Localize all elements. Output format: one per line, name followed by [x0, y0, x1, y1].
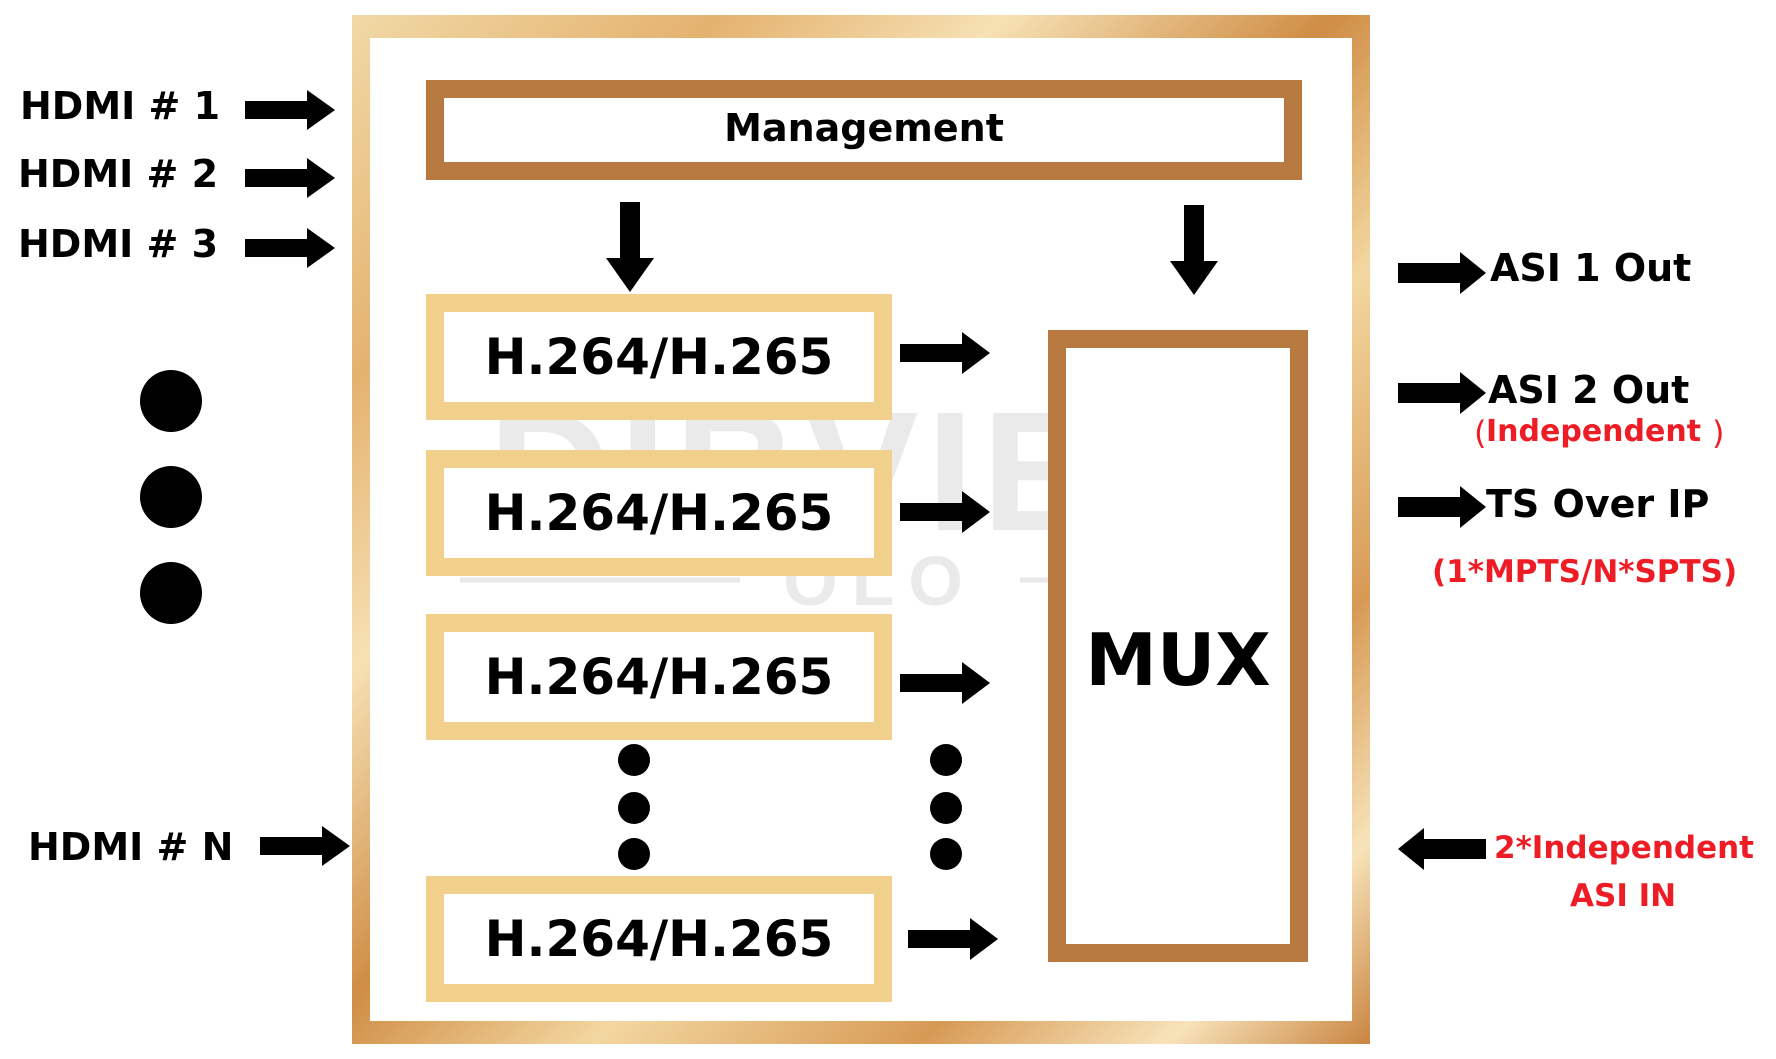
encoder-label: H.264/H.265: [484, 910, 834, 968]
management-to-mux-arrow-icon: [1170, 205, 1218, 295]
encoder-label: H.264/H.265: [484, 328, 834, 386]
asi-in-label-line1: 2*Independent: [1494, 830, 1754, 866]
management-label: Management: [724, 106, 1004, 150]
management-to-encoder-arrow-icon: [606, 202, 654, 292]
asi-in-label-line2: ASI IN: [1570, 878, 1677, 914]
encoder-box-1: H.264/H.265: [426, 294, 892, 420]
hdmi-n-arrow-icon: [260, 826, 350, 866]
management-box: Management: [426, 80, 1302, 180]
ellipsis-dot-icon: [140, 466, 202, 528]
mux-label: MUX: [1085, 618, 1271, 702]
encoder-label: H.264/H.265: [484, 484, 834, 542]
ellipsis-dot-icon: [140, 562, 202, 624]
hdmi-input-2-label: HDMI # 2: [18, 152, 219, 196]
ellipsis-dot-icon: [140, 370, 202, 432]
ts-over-ip-arrow-icon: [1398, 486, 1486, 528]
ellipsis-dot-icon: [930, 838, 962, 870]
asi1-out-label: ASI 1 Out: [1490, 246, 1692, 290]
asi2-out-arrow-icon: [1398, 372, 1486, 414]
hdmi-3-arrow-icon: [245, 228, 335, 268]
ts-over-ip-note: (1*MPTS/N*SPTS): [1432, 554, 1738, 590]
hdmi-input-n-label: HDMI # N: [28, 825, 234, 869]
ellipsis-dot-icon: [930, 744, 962, 776]
asi2-note-open: (: [1474, 414, 1487, 452]
ellipsis-dot-icon: [618, 792, 650, 824]
hdmi-input-1-label: HDMI # 1: [20, 84, 221, 128]
encoder-box-3: H.264/H.265: [426, 614, 892, 740]
asi2-note-close: ): [1712, 414, 1725, 452]
encoder-n-to-mux-arrow-icon: [908, 918, 998, 960]
encoder-label: H.264/H.265: [484, 648, 834, 706]
encoder-box-2: H.264/H.265: [426, 450, 892, 576]
hdmi-1-arrow-icon: [245, 90, 335, 130]
asi1-out-arrow-icon: [1398, 252, 1486, 294]
hdmi-input-3-label: HDMI # 3: [18, 222, 219, 266]
ts-over-ip-label: TS Over IP: [1486, 482, 1710, 526]
ellipsis-dot-icon: [618, 744, 650, 776]
asi-in-arrow-icon: [1398, 828, 1486, 870]
encoder-1-to-mux-arrow-icon: [900, 332, 990, 374]
ellipsis-dot-icon: [930, 792, 962, 824]
ellipsis-dot-icon: [618, 838, 650, 870]
asi2-out-label: ASI 2 Out: [1488, 368, 1690, 412]
encoder-box-n: H.264/H.265: [426, 876, 892, 1002]
mux-box: MUX: [1048, 330, 1308, 962]
encoder-2-to-mux-arrow-icon: [900, 491, 990, 533]
encoder-3-to-mux-arrow-icon: [900, 662, 990, 704]
hdmi-2-arrow-icon: [245, 158, 335, 198]
asi2-independent-note: Independent: [1486, 414, 1702, 449]
